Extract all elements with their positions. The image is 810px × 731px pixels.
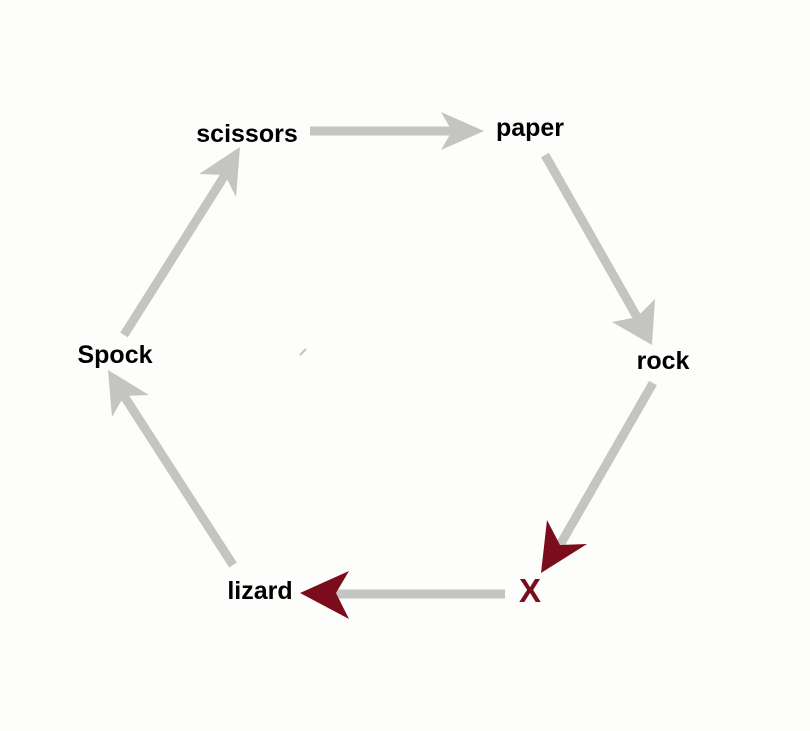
edge-spock-to-scissors bbox=[120, 147, 240, 338]
node-scissors: scissors bbox=[196, 120, 297, 148]
edge-line bbox=[556, 380, 657, 548]
edge-lizard-to-spock bbox=[108, 370, 237, 568]
node-paper: paper bbox=[496, 114, 564, 142]
arrowhead-highlighted bbox=[541, 520, 587, 573]
arrowhead bbox=[108, 370, 149, 417]
arrowhead-highlighted bbox=[300, 571, 349, 619]
edge-x-to-lizard bbox=[300, 571, 505, 619]
stray-mark bbox=[299, 348, 307, 356]
node-lizard: lizard bbox=[227, 577, 292, 605]
node-rock: rock bbox=[637, 347, 690, 375]
arrowhead bbox=[199, 147, 240, 197]
edge-paper-to-rock bbox=[541, 152, 655, 345]
edge-line bbox=[541, 152, 641, 320]
edge-line bbox=[120, 393, 237, 568]
edge-scissors-to-paper bbox=[310, 112, 484, 150]
edge-rock-to-x bbox=[541, 380, 657, 573]
edge-line bbox=[120, 172, 229, 338]
node-spock: Spock bbox=[77, 341, 152, 369]
node-x: X bbox=[519, 572, 541, 609]
arrowhead bbox=[612, 299, 655, 345]
arrowhead bbox=[441, 112, 484, 150]
